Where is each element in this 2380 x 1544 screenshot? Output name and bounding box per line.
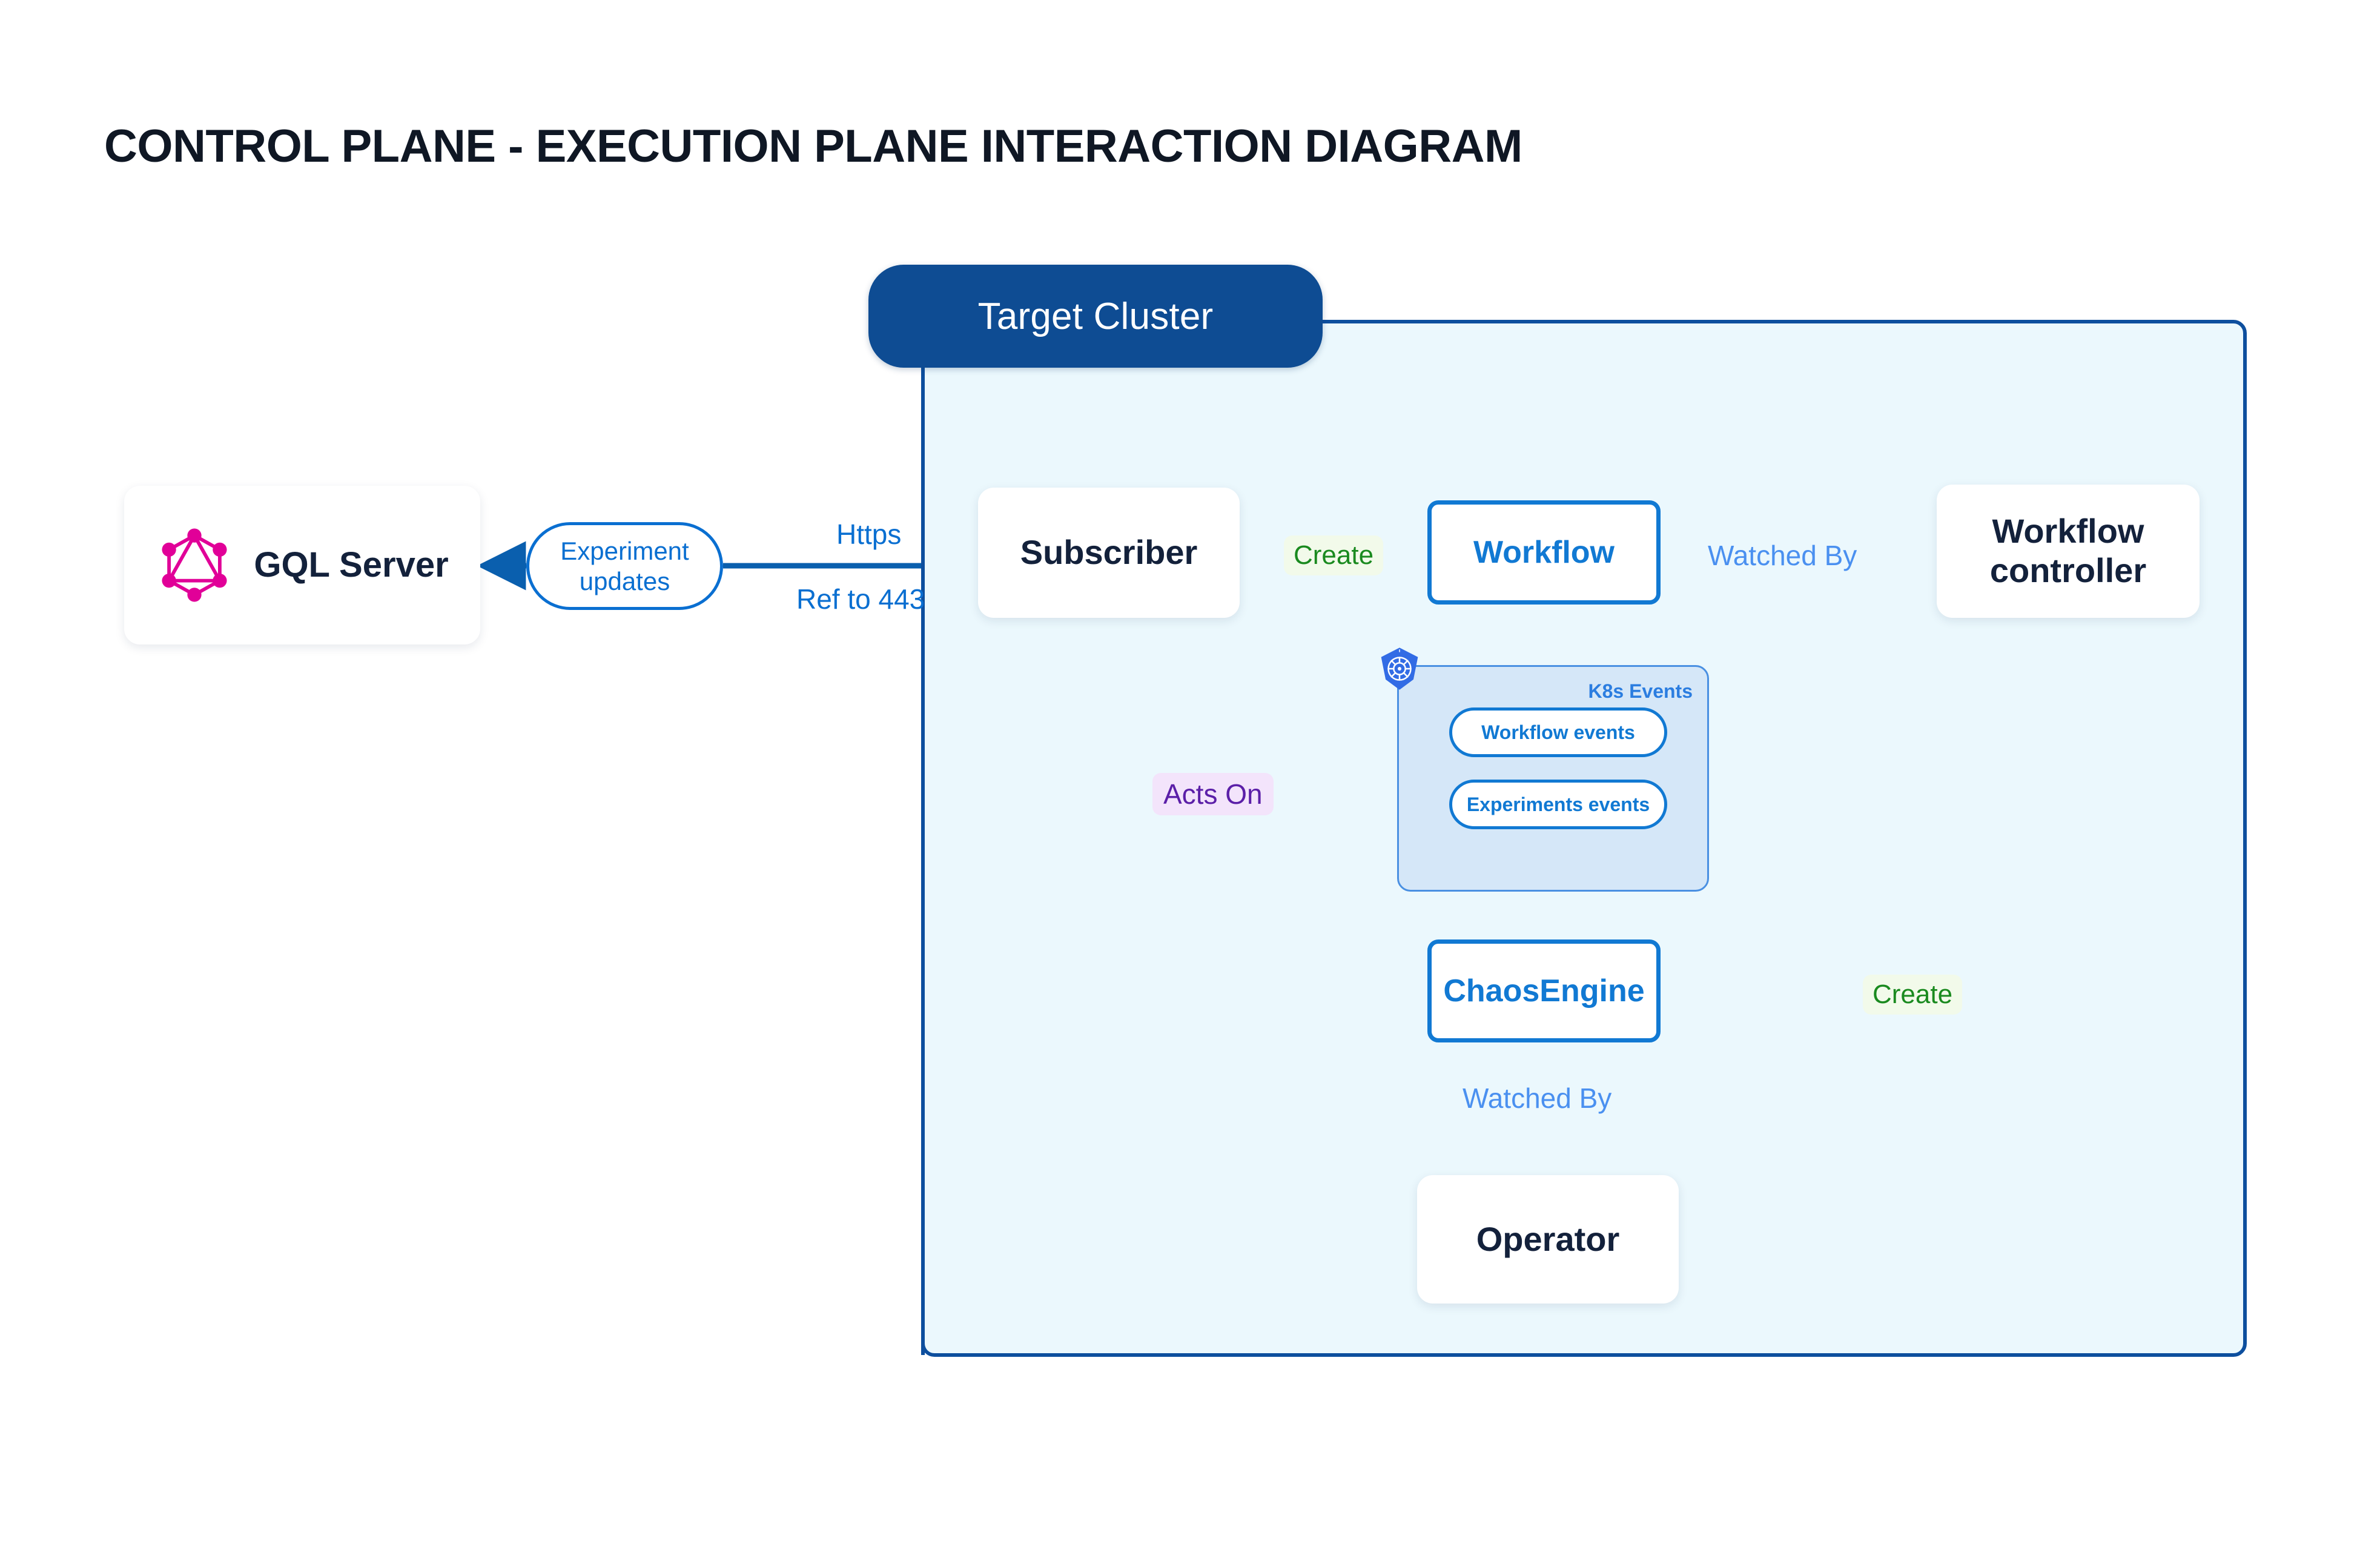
edge-label-watched-by-chaosengine-operator: Watched By (1463, 1082, 1612, 1114)
pill-experiments-events-label: Experiments events (1466, 793, 1650, 815)
edge-label-https: Https (836, 519, 902, 550)
node-workflow-controller-label-line1: Workflow (1992, 512, 2144, 551)
node-gql-server[interactable]: GQL Server (124, 486, 480, 644)
pill-workflow-events[interactable]: Workflow events (1449, 707, 1667, 757)
node-chaosengine[interactable]: ChaosEngine (1427, 939, 1661, 1042)
node-operator[interactable]: Operator (1417, 1175, 1679, 1304)
node-subscriber-label: Subscriber (1020, 533, 1198, 572)
target-cluster-label: Target Cluster (977, 295, 1214, 337)
edge-label-ref-to-443: Ref to 443 (796, 583, 925, 615)
edge-label-create-controller-chaosengine: Create (1863, 975, 1963, 1015)
pill-workflow-events-label: Workflow events (1481, 721, 1635, 743)
experiment-updates-line2: updates (579, 566, 670, 595)
node-subscriber[interactable]: Subscriber (978, 488, 1240, 618)
pill-experiments-events[interactable]: Experiments events (1449, 780, 1667, 829)
kubernetes-icon (1377, 646, 1422, 691)
experiment-updates-line1: Experiment (560, 536, 689, 565)
edge-label-experiment-updates: Experiment updates (526, 522, 723, 610)
node-operator-label: Operator (1476, 1219, 1620, 1258)
node-workflow-controller-label-line2: controller (1989, 551, 2147, 589)
node-workflow[interactable]: Workflow (1427, 500, 1661, 605)
node-workflow-label: Workflow (1473, 535, 1615, 570)
k8s-events-group: K8s Events (1381, 648, 1709, 892)
node-workflow-controller[interactable]: Workflow controller (1937, 485, 2200, 618)
edge-label-watched-by-workflow-controller: Watched By (1708, 540, 1857, 571)
edge-label-acts-on: Acts On (1152, 773, 1274, 815)
edge-label-create-subscriber-workflow: Create (1284, 535, 1384, 575)
target-cluster-badge[interactable]: Target Cluster (868, 265, 1323, 368)
graphql-icon (156, 526, 233, 604)
node-gql-server-label: GQL Server (254, 545, 449, 585)
k8s-events-group-title: K8s Events (1588, 680, 1693, 702)
page-title: CONTROL PLANE - EXECUTION PLANE INTERACT… (104, 121, 1522, 172)
node-chaosengine-label: ChaosEngine (1443, 973, 1645, 1009)
